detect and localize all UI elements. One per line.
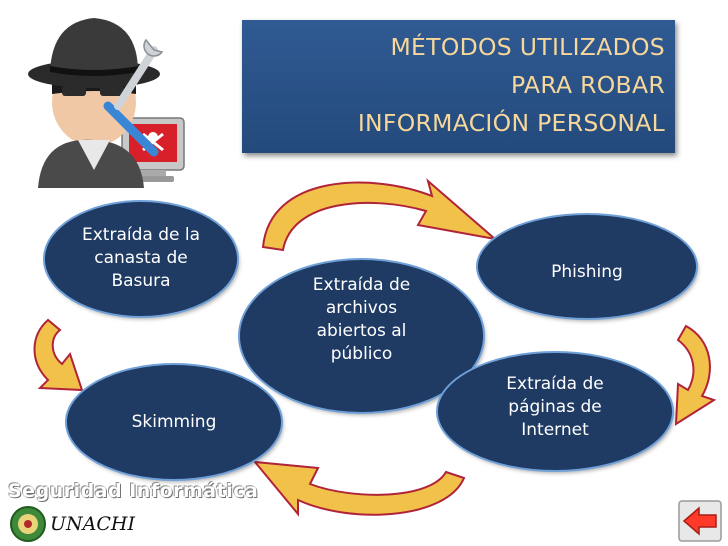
arrow-bottom — [252, 460, 466, 517]
back-button[interactable] — [678, 500, 722, 542]
node-archivos-line-1: Extraída de — [312, 275, 411, 295]
arrow-top — [261, 178, 499, 252]
arrow-left — [33, 318, 84, 392]
node-internet-line-3: Internet — [521, 419, 589, 440]
title-line-2: PARA ROBAR — [510, 71, 665, 99]
hacker-icon — [28, 18, 185, 188]
node-skimming: Skimming — [67, 365, 281, 479]
node-phishing: Phishing — [478, 215, 696, 318]
node-basura-line-1: Extraída de la — [81, 225, 200, 245]
node-internet-line-1: Extraída de — [506, 374, 604, 394]
back-arrow-icon — [682, 506, 717, 536]
title-banner: MÉTODOS UTILIZADOS PARA ROBAR INFORMACIÓ… — [242, 20, 675, 153]
node-internet: Extraída de páginas de Internet — [438, 353, 672, 470]
node-internet-line-2: páginas de — [508, 396, 602, 417]
node-archivos: Extraída de archivos abiertos al público — [240, 260, 483, 412]
node-archivos-line-3: abiertos al — [316, 320, 407, 341]
node-basura-line-2: canasta de — [94, 247, 188, 268]
arrow-right — [674, 324, 717, 426]
title-line-3: INFORMACIÓN PERSONAL — [357, 109, 665, 137]
node-basura: Extraída de la canasta de Basura — [45, 202, 237, 316]
seal-icon — [10, 506, 46, 542]
logo-text: Seguridad Informática — [8, 480, 259, 502]
title-line-1: MÉTODOS UTILIZADOS — [390, 33, 665, 61]
node-skimming-label: Skimming — [131, 411, 217, 432]
institution-name: UNACHI — [50, 513, 135, 535]
node-phishing-label: Phishing — [551, 262, 623, 282]
node-basura-line-3: Basura — [111, 270, 171, 291]
node-archivos-line-4: público — [330, 343, 393, 364]
node-archivos-line-2: archivos — [325, 297, 398, 318]
